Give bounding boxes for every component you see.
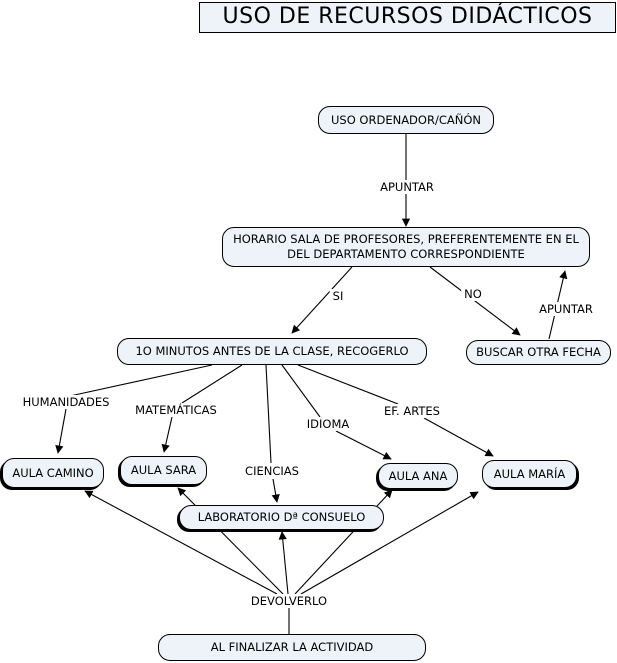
node-buscar-otra-fecha: BUSCAR OTRA FECHA [466, 340, 611, 365]
edge-minutos-to-ciencias [265, 364, 272, 464]
node-buscar-otra-fecha-label: BUSCAR OTRA FECHA [476, 345, 601, 360]
node-laboratorio-consuelo-label: LABORATORIO Dª CONSUELO [197, 510, 366, 525]
link-label-apuntar-back: APUNTAR [536, 302, 596, 316]
link-label-humanidades: HUMANIDADES [19, 395, 113, 409]
node-horario-sala-label: HORARIO SALA DE PROFESORES, PREFERENTEME… [233, 232, 579, 261]
edge-ciencias-to-laboratorio [271, 478, 280, 503]
edge-horario-to-buscar [429, 266, 521, 336]
link-label-matematicas: MATEMÁTICAS [132, 403, 220, 417]
edge-humanidades-to-camino [55, 408, 67, 454]
node-al-finalizar: AL FINALIZAR LA ACTIVIDAD [158, 634, 426, 661]
node-horario-sala: HORARIO SALA DE PROFESORES, PREFERENTEME… [222, 227, 590, 267]
node-aula-sara-label: AULA SARA [130, 463, 197, 478]
map-title-box: USO DE RECURSOS DIDÁCTICOS [199, 2, 616, 33]
edge-minutos-to-humanidades [69, 364, 213, 397]
edge-devolverlo-to-laboratorio [278, 531, 289, 595]
node-aula-camino: AULA CAMINO [2, 458, 104, 488]
edge-devolverlo-to-sara [177, 487, 284, 595]
edge-matematicas-to-sara [161, 416, 173, 453]
node-aula-camino-label: AULA CAMINO [12, 465, 94, 480]
edge-horario-to-minutos [291, 266, 353, 334]
node-aula-maria: AULA MARÍA [482, 460, 577, 488]
node-aula-sara: AULA SARA [120, 456, 207, 485]
node-laboratorio-consuelo: LABORATORIO Dª CONSUELO [179, 505, 384, 530]
edge-devolverlo-to-maria [300, 491, 479, 595]
link-label-ef-artes: EF. ARTES [381, 404, 443, 418]
link-label-idioma: IDIOMA [303, 417, 353, 431]
node-uso-ordenador: USO ORDENADOR/CAÑÓN [318, 106, 494, 134]
edge-minutos-to-matematicas [181, 364, 243, 404]
node-al-finalizar-label: AL FINALIZAR LA ACTIVIDAD [210, 640, 374, 655]
link-label-no: NO [461, 287, 485, 301]
edge-efartes-to-maria [423, 417, 494, 457]
node-10-minutos-label: 1O MINUTOS ANTES DE LA CLASE, RECOGERLO [135, 344, 409, 359]
link-label-ciencias: CIENCIAS [242, 464, 302, 478]
edge-idioma-to-ana [335, 430, 392, 460]
link-label-devolverlo: DEVOLVERLO [247, 594, 331, 608]
edge-minutos-to-idioma [281, 364, 321, 418]
link-label-si: SI [329, 289, 347, 303]
map-title: USO DE RECURSOS DIDÁCTICOS [222, 4, 593, 30]
node-10-minutos: 1O MINUTOS ANTES DE LA CLASE, RECOGERLO [117, 338, 427, 365]
node-uso-ordenador-label: USO ORDENADOR/CAÑÓN [331, 112, 481, 127]
edge-devolverlo-to-camino [84, 490, 278, 595]
node-aula-ana-label: AULA ANA [388, 468, 448, 483]
link-label-apuntar-down: APUNTAR [377, 180, 437, 194]
node-aula-maria-label: AULA MARÍA [493, 466, 566, 481]
node-aula-ana: AULA ANA [378, 463, 458, 489]
edge-minutos-to-efartes [297, 364, 399, 405]
